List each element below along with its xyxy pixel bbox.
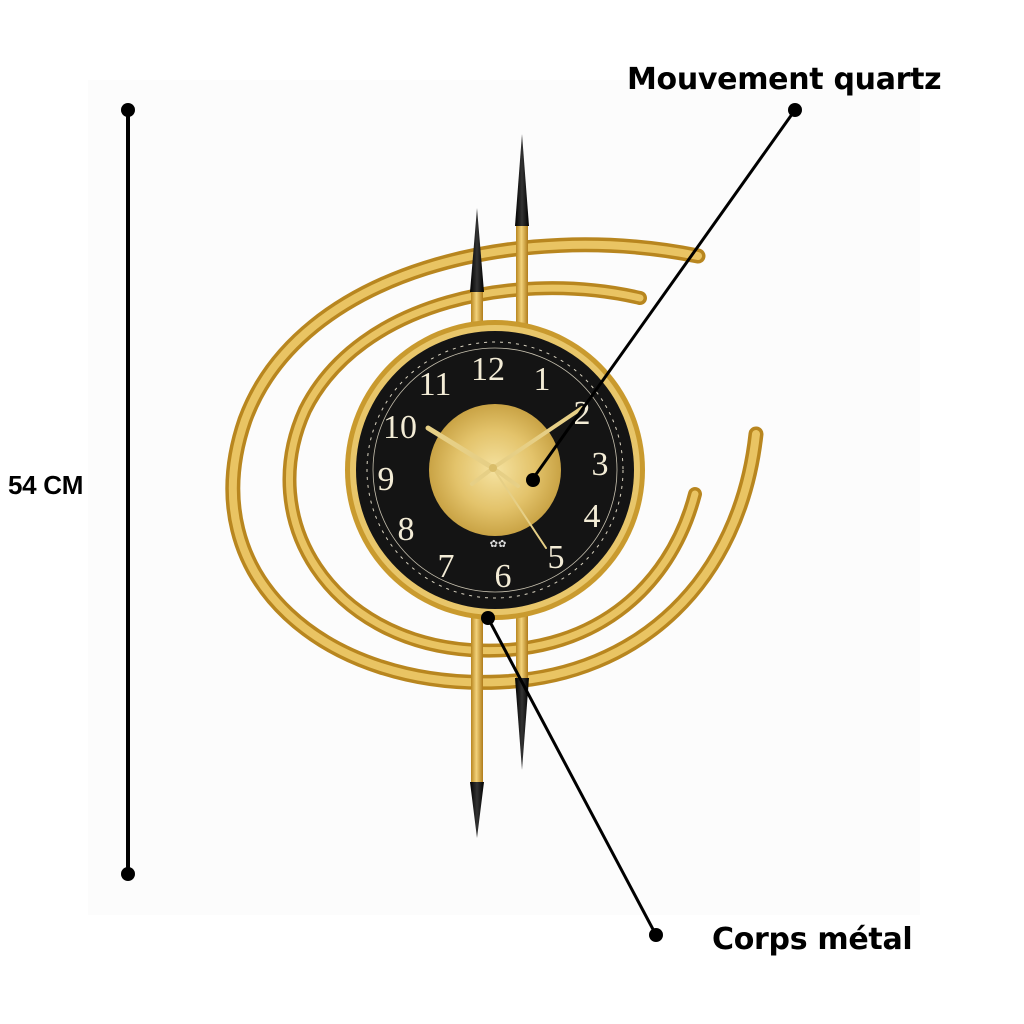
annotation-quartz-pointer [526, 103, 802, 487]
svg-text:7: 7 [438, 548, 455, 585]
inner-gold-arc [282, 281, 702, 658]
svg-text:1: 1 [534, 361, 551, 398]
svg-text:3: 3 [592, 446, 609, 483]
svg-text:4: 4 [584, 498, 601, 535]
movement-label: Mouvement quartz [627, 62, 942, 97]
outer-gold-arc [225, 237, 764, 690]
svg-text:12: 12 [471, 351, 505, 388]
svg-text:5: 5 [548, 539, 565, 576]
body-material-label: Corps métal [712, 922, 913, 957]
svg-text:8: 8 [398, 511, 415, 548]
svg-text:9: 9 [378, 461, 395, 498]
annotation-metal-pointer [481, 611, 663, 942]
svg-text:11: 11 [419, 366, 452, 403]
hour-hand [425, 425, 496, 471]
dimension-line [121, 103, 135, 881]
height-dimension-label: 54 CM [8, 470, 84, 500]
svg-text:6: 6 [495, 558, 512, 595]
svg-text:10: 10 [383, 409, 417, 446]
dial-numerals: 12 1 2 3 4 5 6 7 8 9 10 11 [378, 351, 609, 595]
second-hand [492, 467, 547, 549]
brand-logo-icon: ✿✿ [490, 539, 507, 550]
clock-face: 12 1 2 3 4 5 6 7 8 9 10 11 ✿✿ [345, 320, 645, 620]
clock-hands [425, 406, 584, 549]
minute-hand [491, 406, 584, 470]
